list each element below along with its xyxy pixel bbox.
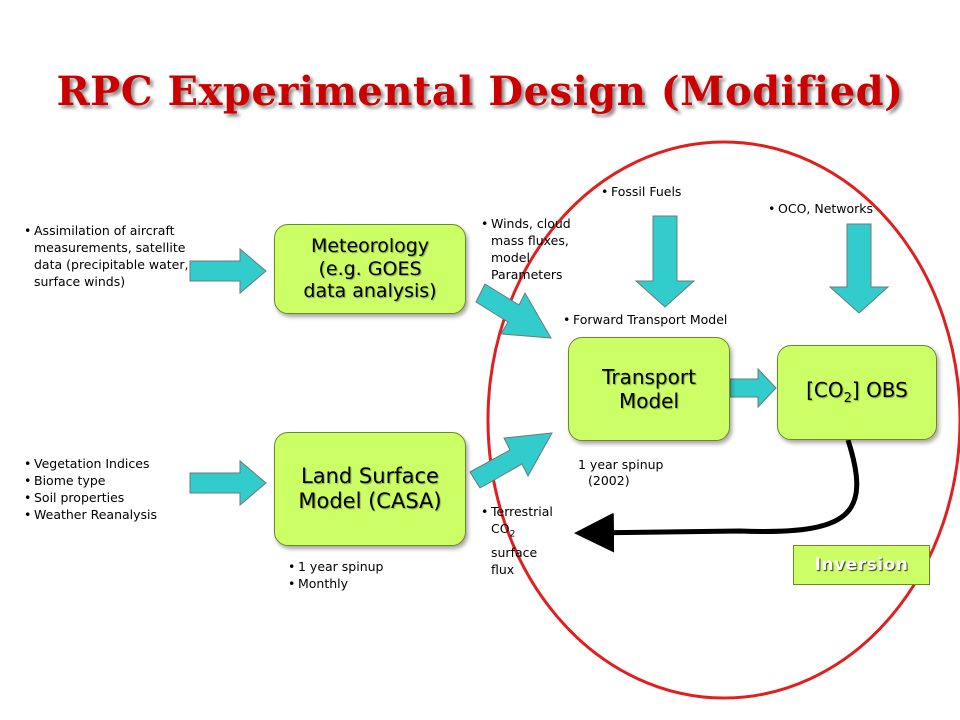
page-title: RPC Experimental Design (Modified) xyxy=(56,68,904,115)
oco-networks-note: OCO, Networks xyxy=(768,200,898,217)
transport-line1: Transport xyxy=(602,365,696,389)
meteorology-box: Meteorology (e.g. GOES data analysis) xyxy=(274,224,466,314)
transport-spinup-note: 1 year spinup (2002) xyxy=(578,457,688,489)
feedback-arrow xyxy=(574,439,860,553)
transport-spinup-line1: 1 year spinup xyxy=(578,457,664,472)
fossil-fuels-note: Fossil Fuels xyxy=(601,183,721,200)
land-inputs-note: Vegetation Indices Biome type Soil prope… xyxy=(24,455,199,523)
arrow-fossil-fuels-down xyxy=(634,215,696,308)
transport-model-box: Transport Model xyxy=(568,337,730,441)
transport-spinup-line2: (2002) xyxy=(588,473,630,488)
arrow-transport-to-obs xyxy=(729,367,777,409)
arrow-land-inputs-to-land-surface xyxy=(189,459,267,507)
winds-note: Winds, cloud mass fluxes, model Paramete… xyxy=(481,215,581,283)
land-surface-line1: Land Surface xyxy=(301,463,439,488)
meteorology-line2: (e.g. GOES xyxy=(318,257,422,280)
land-spinup-note: 1 year spinup Monthly xyxy=(288,558,428,592)
arrow-oco-down xyxy=(828,223,890,314)
meteorology-line1: Meteorology xyxy=(310,234,430,257)
land-surface-box: Land Surface Model (CASA) xyxy=(274,432,466,546)
forward-transport-note: Forward Transport Model xyxy=(563,311,753,328)
inversion-box: Inversion xyxy=(793,545,930,585)
land-input-item: Weather Reanalysis xyxy=(24,506,199,523)
terrestrial-flux-note: Terrestrial CO2 surface flux xyxy=(481,503,563,578)
highlight-circle xyxy=(486,140,960,700)
land-input-item: Soil properties xyxy=(24,489,199,506)
arrow-meteorology-to-transport xyxy=(475,283,552,339)
land-spinup-item: Monthly xyxy=(288,575,428,592)
co2-obs-box: [CO2] OBS xyxy=(777,345,937,440)
land-spinup-item: 1 year spinup xyxy=(288,558,428,575)
assimilation-note: Assimilation of aircraft measurements, s… xyxy=(24,222,192,290)
land-surface-line2: Model (CASA) xyxy=(298,489,442,513)
land-input-item: Vegetation Indices xyxy=(24,455,199,472)
transport-line2: Model xyxy=(618,389,680,413)
arrow-land-surface-to-transport xyxy=(469,432,553,489)
meteorology-line3: data analysis) xyxy=(303,280,437,303)
land-input-item: Biome type xyxy=(24,472,199,489)
co2-obs-label: [CO2] OBS xyxy=(806,378,908,407)
arrow-assimilation-to-meteorology xyxy=(189,247,267,295)
